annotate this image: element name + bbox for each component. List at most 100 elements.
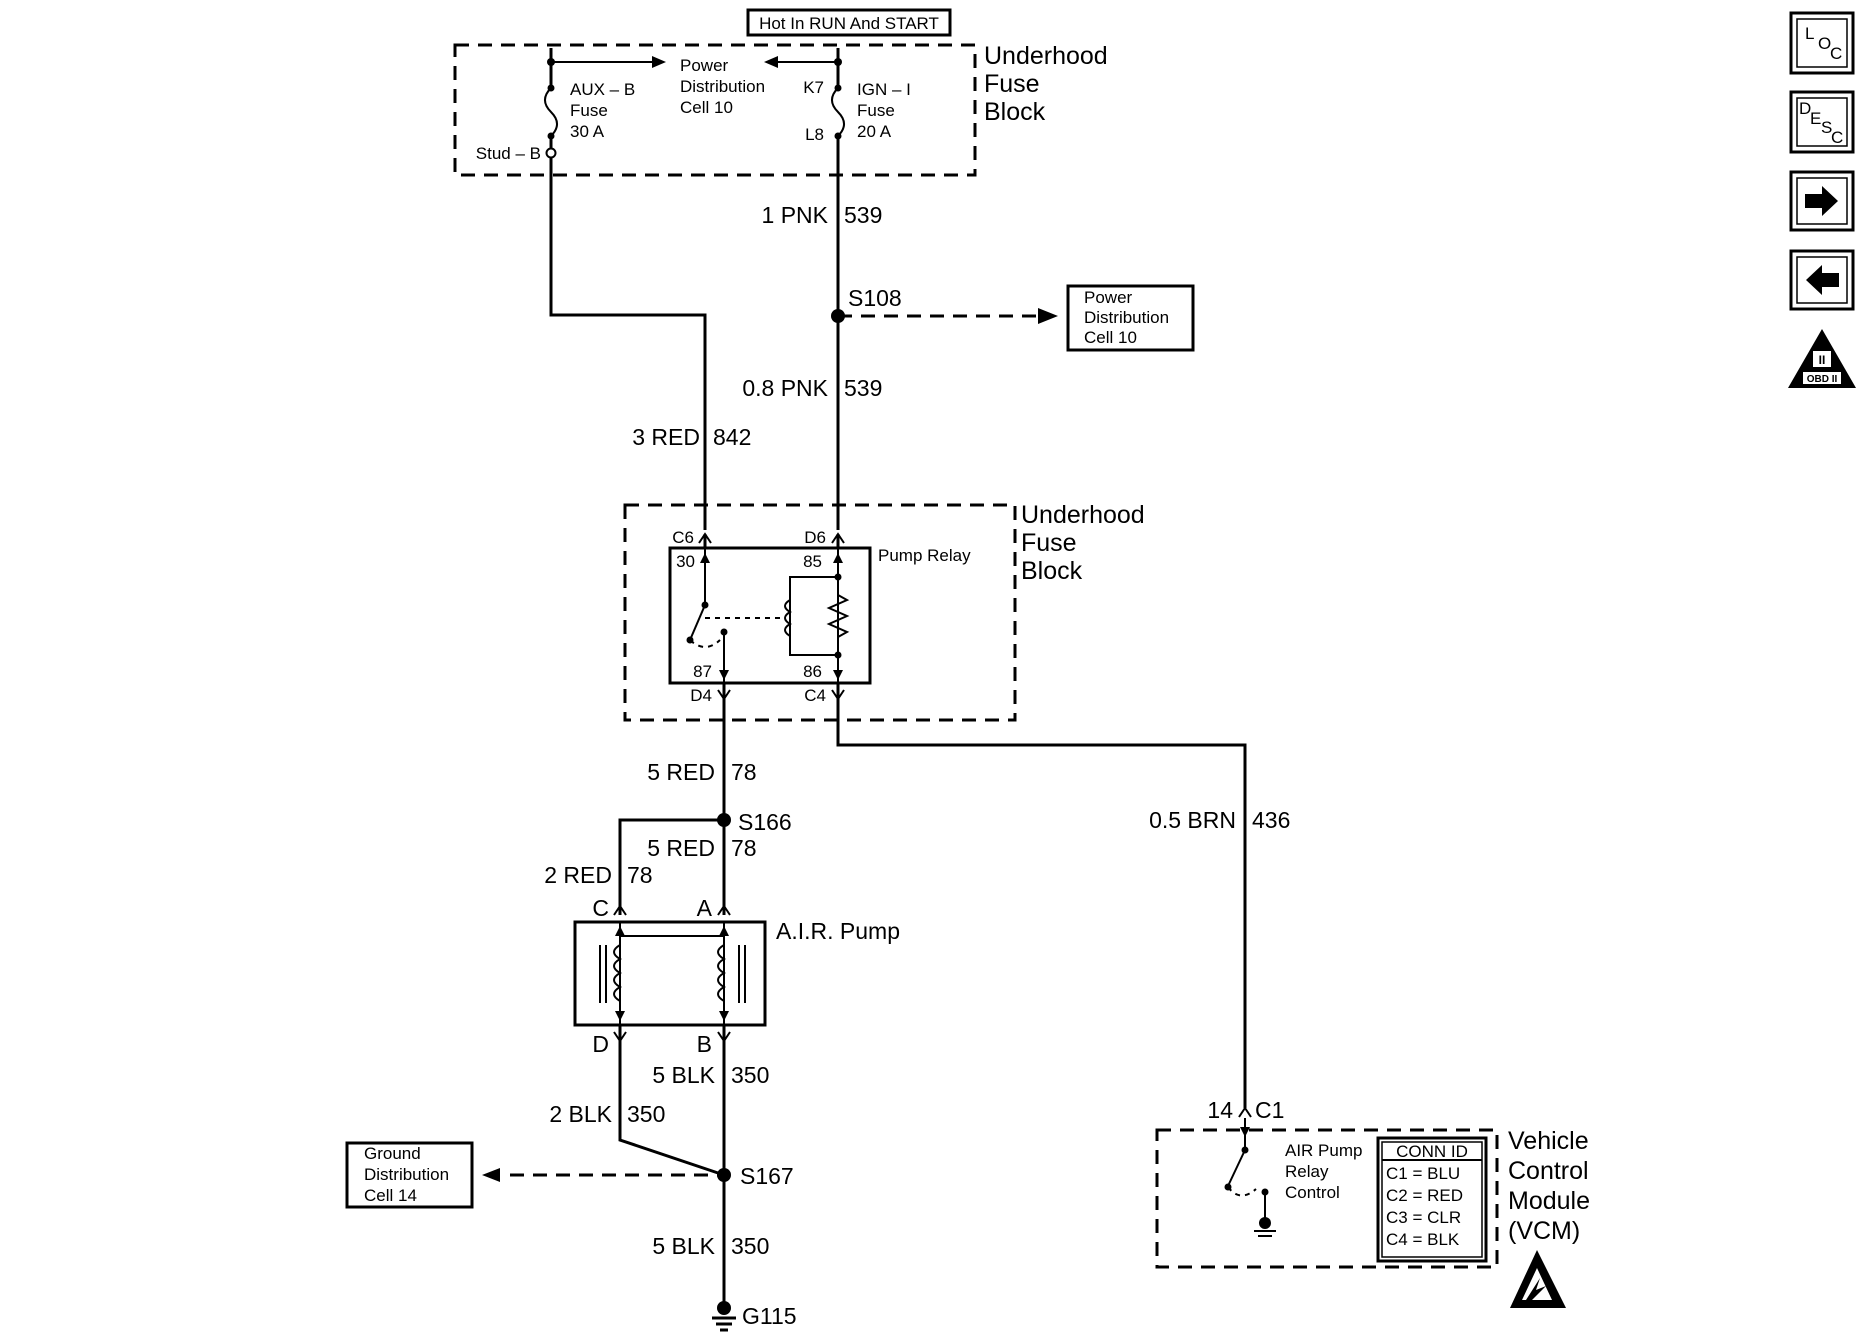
d4-label: D4 (690, 686, 712, 705)
l8-label: L8 (805, 125, 824, 144)
wire-436-color: 0.5 BRN (1149, 807, 1236, 833)
c4-label: C4 (804, 686, 826, 705)
vcm-connector-c1: C1 (1255, 1097, 1284, 1123)
ground-dist-ref-1: Ground (364, 1144, 421, 1163)
loc-letter-c: C (1830, 44, 1842, 63)
wire-350-g-color: 5 BLK (652, 1233, 715, 1259)
power-distribution-ref-box (1066, 284, 1195, 352)
relay-resistor (826, 594, 850, 638)
vcm-switch-arm (1227, 1149, 1246, 1187)
ign-fuse-label-1: IGN – I (857, 80, 911, 99)
power-dist-ref-1: Power (1084, 288, 1133, 307)
top-power-dist-2: Distribution (680, 77, 765, 96)
aux-fuse-label-3: 30 A (570, 122, 605, 141)
wire-78-c-branch (618, 818, 724, 915)
conn-id-c3: C3 = CLR (1386, 1208, 1461, 1227)
relay-block-title-3: Block (1021, 557, 1083, 585)
wire-842-circuit: 842 (713, 424, 751, 450)
splice-s166-label: S166 (738, 809, 792, 835)
ign-fuse-label-3: 20 A (857, 122, 892, 141)
relay-block-title-2: Fuse (1021, 529, 1077, 557)
top-power-dist-1: Power (680, 56, 729, 75)
vcm-c1-connector (1238, 1106, 1252, 1118)
ground-dist-ref-2: Distribution (364, 1165, 449, 1184)
ground-g115-symbol (717, 1301, 731, 1315)
vcm-control-2: Relay (1285, 1162, 1329, 1181)
pump-pin-c: C (592, 895, 609, 921)
wire-539-top-circuit: 539 (844, 202, 882, 228)
pump-winding-left (613, 944, 622, 1002)
pin-85-label: 85 (803, 552, 822, 571)
ground-distribution-ref-box (345, 1141, 474, 1209)
aux-fuse-label-1: AUX – B (570, 80, 635, 99)
wire-436 (836, 699, 1247, 1108)
aux-fuse-label-2: Fuse (570, 101, 608, 120)
wire-350-d-branch (618, 1025, 725, 1177)
pump-pin-a: A (697, 895, 713, 921)
relay-block-title-1: Underhood (1021, 501, 1145, 529)
esd-warning-icon (1510, 1250, 1566, 1308)
vcm-title-2: Control (1508, 1157, 1589, 1185)
ground-g115-label: G115 (742, 1303, 797, 1329)
pump-pin-d: D (592, 1031, 609, 1057)
aux-b-fuse-symbol (544, 87, 558, 137)
vcm-title-3: Module (1508, 1187, 1590, 1215)
fuse-block-top-title-3: Block (984, 98, 1046, 126)
vcm-control-1: AIR Pump (1285, 1141, 1362, 1160)
pump-pin-b: B (697, 1031, 712, 1057)
wire-78-b-circuit: 78 (731, 835, 757, 861)
pump-relay-box (668, 546, 872, 685)
pump-a-connector (717, 904, 731, 916)
loc-button[interactable]: L O C (1789, 11, 1855, 75)
pin-30-label: 30 (676, 552, 695, 571)
stud-b-label: Stud – B (476, 144, 541, 163)
pump-winding-right (717, 944, 726, 1002)
stud-b-terminal (545, 147, 557, 159)
loc-letter-o: O (1818, 34, 1831, 53)
wire-539-lower-color: 0.8 PNK (742, 375, 828, 401)
power-dist-ref-3: Cell 10 (1084, 328, 1137, 347)
ign-fuse-label-2: Fuse (857, 101, 895, 120)
wire-78-a-color: 5 RED (647, 759, 715, 785)
splice-s108-label: S108 (848, 285, 902, 311)
ign-i-fuse-symbol (831, 87, 845, 137)
d6-label: D6 (804, 528, 826, 547)
conn-id-c2: C2 = RED (1386, 1186, 1463, 1205)
desc-letter-d: D (1799, 99, 1811, 118)
next-page-button[interactable] (1789, 170, 1855, 232)
arrow-right-icon (1805, 186, 1838, 216)
c6-label: C6 (672, 528, 694, 547)
air-pump-box (573, 920, 767, 1027)
wire-350-d-color: 2 BLK (549, 1101, 612, 1127)
wire-78-b-color: 5 RED (647, 835, 715, 861)
underhood-fuse-block-top (453, 43, 977, 177)
power-dist-ref-2: Distribution (1084, 308, 1169, 327)
wire-78-c-circuit: 78 (627, 862, 653, 888)
obd-ii-label: OBD II (1807, 374, 1838, 385)
desc-button[interactable]: D E S C (1789, 90, 1855, 154)
desc-letter-s: S (1821, 118, 1832, 137)
pump-relay-label: Pump Relay (878, 546, 971, 565)
wire-350-b-color: 5 BLK (652, 1062, 715, 1088)
pin-86-label: 86 (803, 662, 822, 681)
top-power-dist-3: Cell 10 (680, 98, 733, 117)
pin-87-label: 87 (693, 662, 712, 681)
obd-ii-button[interactable]: II OBD II (1788, 329, 1856, 388)
fuse-block-top-title-1: Underhood (984, 42, 1108, 70)
arrow-left-icon (1806, 265, 1839, 295)
k7-label: K7 (803, 78, 824, 97)
hot-in-run-label: Hot In RUN And START (759, 14, 939, 33)
relay-coil (784, 599, 792, 637)
vcm-pin-14: 14 (1207, 1097, 1233, 1123)
pump-c-connector (613, 904, 627, 916)
previous-page-button[interactable] (1789, 249, 1855, 311)
relay-switch-arm (689, 604, 706, 641)
ground-dist-ref-3: Cell 14 (364, 1186, 417, 1205)
desc-letter-c: C (1831, 128, 1843, 147)
wire-539-top-color: 1 PNK (762, 202, 829, 228)
vcm-control-3: Control (1285, 1183, 1340, 1202)
air-pump-label: A.I.R. Pump (776, 918, 900, 944)
wire-78-c-color: 2 RED (544, 862, 612, 888)
conn-id-c4: C4 = BLK (1386, 1230, 1460, 1249)
